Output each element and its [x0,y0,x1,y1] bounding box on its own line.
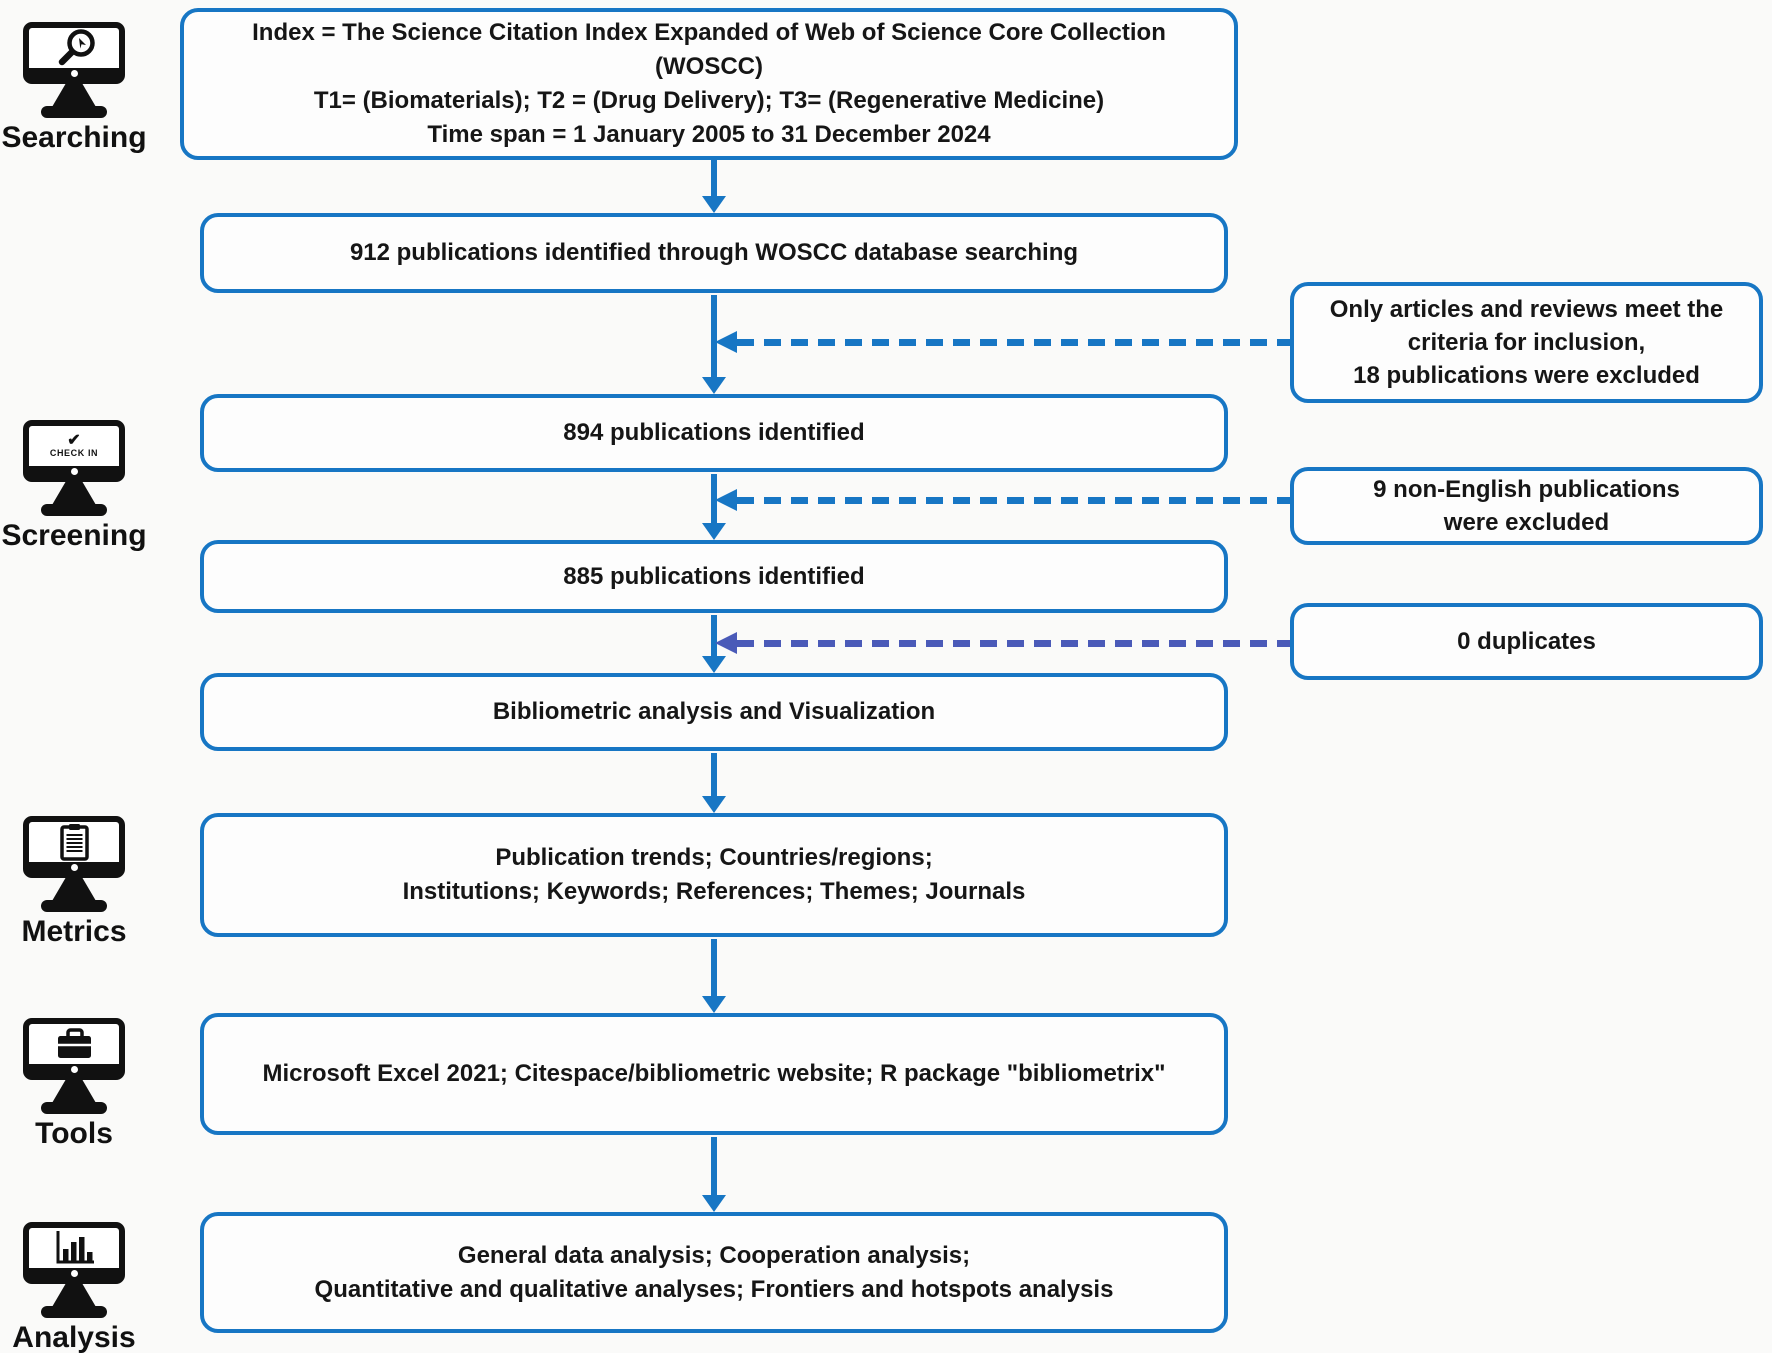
monitor-briefcase-icon [23,1018,125,1080]
magnifier-icon [58,29,95,66]
clipboard-icon [60,824,89,861]
monitor-checkin-icon: ✔ CHECK IN [23,420,125,482]
stage-searching: Searching [0,22,148,154]
dashed-arrow-articles-reviews-head [715,331,737,353]
arrow-down-2 [711,295,717,379]
arrow-down-5-head [702,796,726,813]
monitor-clipboard-icon [23,816,125,878]
arrow-down-7-head [702,1195,726,1212]
dashed-arrow-duplicates [737,640,1290,647]
monitor-barchart-icon [23,1222,125,1284]
exclusion-box-articles-reviews: Only articles and reviews meet the crite… [1290,282,1763,403]
stage-label: Tools [35,1117,113,1150]
arrow-down-6-head [702,996,726,1013]
stage-label: Metrics [21,915,127,948]
barchart-icon [56,1231,94,1264]
arrow-down-1-head [702,196,726,213]
stage-screening: ✔ CHECK IN Screening [0,420,148,552]
flow-box-bibliometric-analysis: Bibliometric analysis and Visualization [200,673,1228,751]
arrow-down-5 [711,753,717,798]
arrow-down-2-head [702,377,726,394]
dashed-arrow-duplicates-head [715,632,737,654]
exclusion-box-non-english: 9 non-English publications were excluded [1290,467,1763,545]
stage-label: Analysis [12,1321,136,1353]
dashed-arrow-non-english-head [715,489,737,511]
flow-box-metrics: Publication trends; Countries/regions; I… [200,813,1228,937]
checkmark-icon: ✔ [67,432,81,449]
arrow-down-3-head [702,523,726,540]
stage-metrics: Metrics [0,816,148,948]
checkin-label: CHECK IN [49,448,99,458]
flow-box-894-identified: 894 publications identified [200,394,1228,472]
exclusion-box-duplicates: 0 duplicates [1290,603,1763,680]
stage-label: Screening [1,519,147,552]
monitor-search-icon [23,22,125,84]
dashed-arrow-non-english [737,497,1290,504]
flow-box-search-criteria: Index = The Science Citation Index Expan… [180,8,1238,160]
flow-box-912-identified: 912 publications identified through WOSC… [200,213,1228,293]
flow-box-tools: Microsoft Excel 2021; Citespace/bibliome… [200,1013,1228,1135]
flow-box-analysis: General data analysis; Cooperation analy… [200,1212,1228,1333]
arrow-down-1 [711,160,717,200]
stage-label: Searching [1,121,147,154]
arrow-down-6 [711,939,717,998]
dashed-arrow-articles-reviews [737,339,1290,346]
arrow-down-7 [711,1137,717,1197]
stage-tools: Tools [0,1018,148,1150]
arrow-down-4 [711,615,717,658]
arrow-down-3 [711,474,717,525]
arrow-down-4-head [702,656,726,673]
briefcase-icon [58,1028,91,1058]
flow-box-885-identified: 885 publications identified [200,540,1228,613]
stage-analysis: Analysis [0,1222,148,1353]
